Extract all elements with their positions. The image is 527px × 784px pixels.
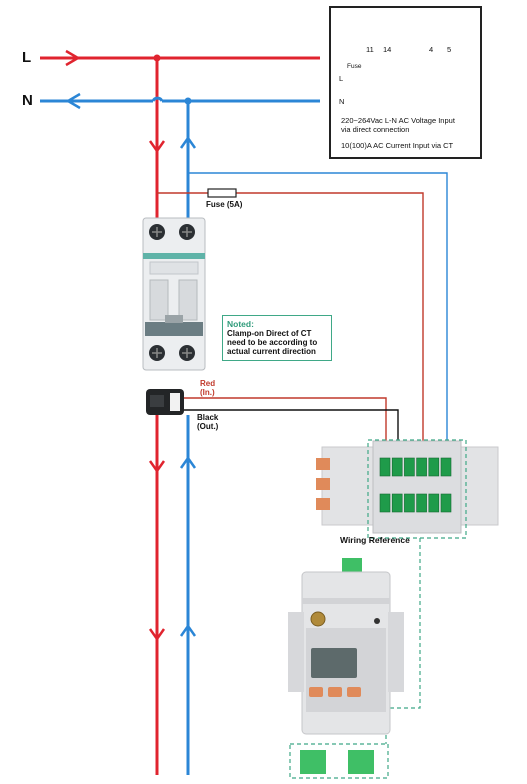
wiring-reference-label: Wiring Reference bbox=[340, 535, 410, 545]
neutral-wire bbox=[188, 172, 448, 466]
ct-red-in-label: (In.) bbox=[200, 388, 215, 397]
fuse-5a bbox=[207, 188, 237, 198]
terminal bbox=[416, 493, 427, 513]
terminal bbox=[404, 457, 415, 477]
live-label: L bbox=[22, 49, 32, 66]
meter-rear-view bbox=[316, 439, 499, 539]
terminal-block-bottom bbox=[379, 493, 452, 513]
terminal bbox=[404, 493, 415, 513]
meter-front bbox=[288, 558, 404, 779]
noted-line-2: need to be according to bbox=[227, 338, 318, 347]
live-direction-arrows bbox=[148, 140, 166, 642]
terminal bbox=[391, 493, 403, 513]
ct-black-out-label: (Out.) bbox=[197, 422, 219, 431]
neutral-direction-arrows bbox=[179, 135, 197, 637]
terminal-11-label: 11 bbox=[366, 45, 374, 54]
terminal bbox=[416, 457, 427, 477]
terminal bbox=[379, 493, 391, 513]
noted-line-1: Clamp-on Direct of CT bbox=[227, 329, 312, 338]
live-line bbox=[40, 49, 320, 775]
noted-title: Noted: bbox=[227, 319, 254, 329]
terminal-14-label: 14 bbox=[383, 45, 392, 54]
circuit-breaker bbox=[142, 217, 206, 371]
fuse-label: Fuse (5A) bbox=[206, 200, 243, 209]
ct-black-label: Black bbox=[197, 413, 219, 422]
neutral-line bbox=[40, 92, 320, 775]
noted-line-3: actual current direction bbox=[227, 347, 316, 356]
current-input-note: 10(100)A AC Current Input via CT bbox=[341, 141, 454, 150]
noted-box: Noted: Clamp-on Direct of CT need to be … bbox=[222, 315, 332, 361]
terminal-block-top bbox=[379, 457, 452, 477]
terminal-4-label: 4 bbox=[429, 45, 434, 54]
current-transformer bbox=[146, 389, 184, 415]
terminal bbox=[440, 493, 452, 513]
voltage-live-wire bbox=[157, 192, 424, 466]
voltage-input-note: 220~264Vac L-N AC Voltage Input bbox=[341, 116, 455, 125]
terminal bbox=[391, 457, 403, 477]
inset-l-label: L bbox=[339, 74, 344, 83]
terminal bbox=[428, 493, 440, 513]
inset-fuse-label: Fuse bbox=[347, 63, 362, 70]
voltage-input-note-2: via direct connection bbox=[341, 125, 410, 134]
terminal bbox=[379, 457, 391, 477]
terminal-5-label: 5 bbox=[447, 45, 452, 54]
terminal bbox=[440, 457, 452, 477]
inset-n-label: N bbox=[339, 97, 345, 106]
terminal bbox=[428, 457, 440, 477]
ct-red-label: Red bbox=[200, 379, 216, 388]
reference-link bbox=[385, 538, 421, 744]
neutral-label: N bbox=[22, 92, 33, 109]
connection-inset: 11 14 4 5 Fuse L N 220~264Vac L-N AC Vol… bbox=[329, 6, 482, 159]
